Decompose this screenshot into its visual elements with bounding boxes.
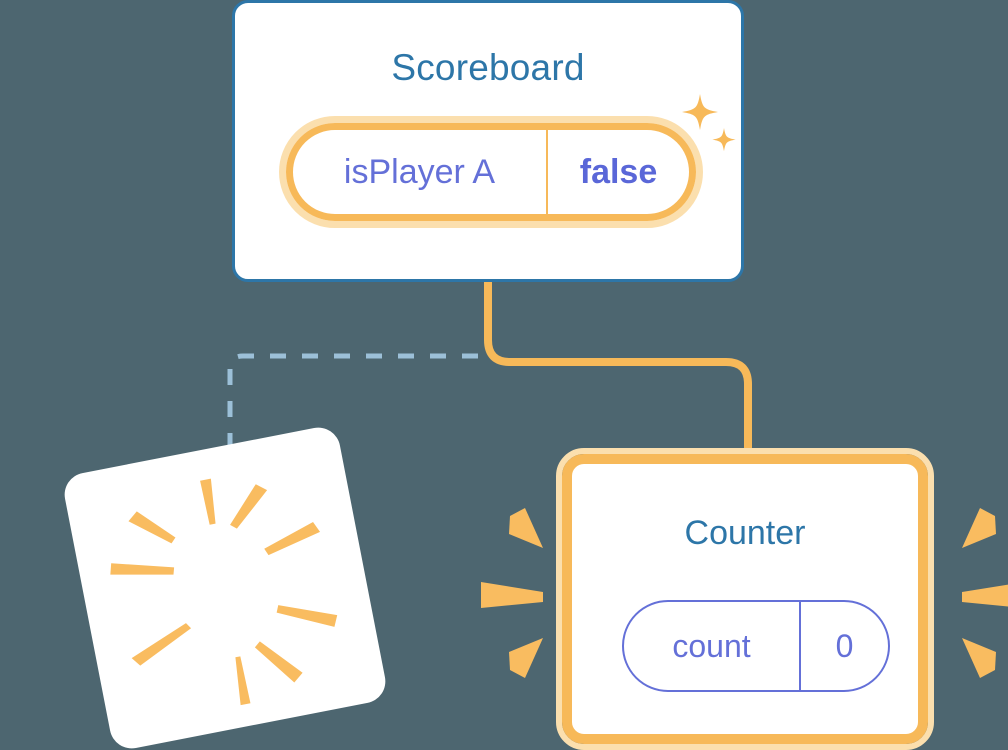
scoreboard-card[interactable]: Scoreboard isPlayer A false (232, 0, 744, 282)
pill-glow-ring (279, 116, 703, 228)
counter-card[interactable]: Counter count 0 (556, 448, 934, 750)
pill-divider (546, 130, 548, 214)
counter-property-pill[interactable]: count 0 (622, 600, 890, 692)
pill-border: isPlayer A false (286, 123, 696, 221)
ray-icon (128, 511, 176, 544)
counter-title: Counter (684, 514, 806, 552)
scoreboard-property-pill[interactable]: isPlayer A false (279, 116, 703, 228)
ray-icon (200, 478, 216, 525)
solid-connector-to-counter (484, 282, 752, 470)
burst-card[interactable] (60, 423, 390, 750)
ray-icon (131, 623, 192, 666)
counter-pill-value: 0 (835, 627, 854, 664)
scoreboard-pill-key: isPlayer A (343, 152, 496, 191)
counter-glow-ring (556, 448, 934, 750)
scoreboard-title: Scoreboard (391, 47, 585, 88)
dashed-connector-to-burst-card (227, 353, 478, 465)
ray-icon (254, 641, 303, 683)
ray-icon (230, 484, 268, 529)
ray-icon (276, 605, 338, 627)
ray-icon (264, 521, 321, 556)
burst-ray-group (110, 478, 338, 706)
ray-icon (110, 563, 175, 575)
scoreboard-pill-value: false (579, 152, 658, 191)
counter-card-body: Counter count 0 (562, 454, 928, 744)
counter-pill-key: count (672, 627, 751, 664)
ray-icon (235, 656, 251, 706)
count-pill-divider (799, 602, 801, 690)
